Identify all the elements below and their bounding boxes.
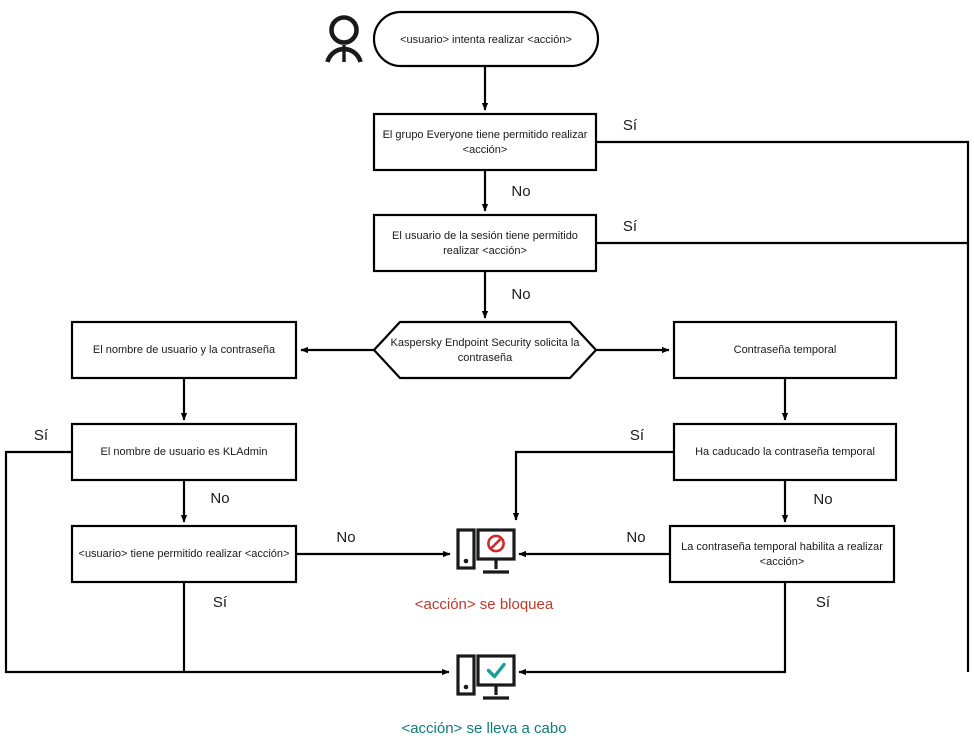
edge-kladmin-yes bbox=[4, 450, 450, 676]
node-kes-prompt-label-2: contraseña bbox=[458, 352, 513, 364]
node-temp-password: Contraseña temporal bbox=[672, 320, 898, 380]
terminal-label-allowed: <acción> se lleva a cabo bbox=[401, 720, 566, 737]
edge-label-user-allowed-yes: Sí bbox=[213, 594, 228, 611]
edge-label-temp-expired-yes: Sí bbox=[630, 427, 645, 444]
edge-label-temp-enables-yes: Sí bbox=[816, 594, 831, 611]
node-session-user-label-2: realizar <acción> bbox=[443, 245, 527, 257]
edge-temp-expired-yes bbox=[512, 450, 674, 521]
edge-label-kladmin-yes: Sí bbox=[34, 427, 49, 444]
node-user-password: El nombre de usuario y la contraseña bbox=[70, 320, 298, 380]
edge-label-user-allowed-no: No bbox=[336, 529, 355, 546]
node-is-kladmin: El nombre de usuario es KLAdmin bbox=[70, 422, 298, 482]
monitor-blocked-icon bbox=[456, 528, 516, 574]
node-everyone-label-2: <acción> bbox=[463, 144, 508, 156]
node-user-allowed-label: <usuario> tiene permitido realizar <acci… bbox=[79, 548, 290, 560]
edge-temp-enables-yes bbox=[518, 582, 787, 676]
node-temp-enables-label-2: <acción> bbox=[760, 556, 805, 568]
user-person-icon bbox=[325, 15, 363, 63]
node-start-label: <usuario> intenta realizar <acción> bbox=[400, 34, 572, 46]
node-temp-enables-label-1: La contraseña temporal habilita a realiz… bbox=[681, 541, 883, 553]
node-temp-enables: La contraseña temporal habilita a realiz… bbox=[668, 524, 896, 584]
monitor-allowed-icon bbox=[456, 654, 516, 700]
node-everyone-label-1: El grupo Everyone tiene permitido realiz… bbox=[383, 129, 588, 141]
edge-label-everyone-yes: Sí bbox=[623, 117, 638, 134]
node-kes-prompt: Kaspersky Endpoint Security solicita la … bbox=[372, 320, 598, 380]
node-start: <usuario> intenta realizar <acción> bbox=[372, 10, 600, 68]
node-user-allowed: <usuario> tiene permitido realizar <acci… bbox=[70, 524, 298, 584]
node-temp-expired: Ha caducado la contraseña temporal bbox=[672, 422, 898, 482]
node-session-user-label-1: El usuario de la sesión tiene permitido bbox=[392, 230, 578, 242]
node-temp-expired-label: Ha caducado la contraseña temporal bbox=[695, 446, 875, 458]
node-is-kladmin-label: El nombre de usuario es KLAdmin bbox=[101, 446, 268, 458]
edge-everyone-yes bbox=[596, 140, 970, 672]
node-session-user: El usuario de la sesión tiene permitido … bbox=[372, 213, 598, 273]
edge-label-kladmin-no: No bbox=[210, 490, 229, 507]
edge-label-temp-enables-no: No bbox=[626, 529, 645, 546]
edge-label-temp-expired-no: No bbox=[813, 491, 832, 508]
edge-label-everyone-no: No bbox=[511, 183, 530, 200]
node-everyone: El grupo Everyone tiene permitido realiz… bbox=[372, 112, 598, 172]
edge-label-session-no: No bbox=[511, 286, 530, 303]
node-kes-prompt-label-1: Kaspersky Endpoint Security solicita la bbox=[391, 337, 581, 349]
node-user-password-label: El nombre de usuario y la contraseña bbox=[93, 344, 276, 356]
terminal-label-blocked: <acción> se bloquea bbox=[415, 596, 554, 613]
node-temp-password-label: Contraseña temporal bbox=[734, 344, 837, 356]
edge-label-session-yes: Sí bbox=[623, 218, 638, 235]
